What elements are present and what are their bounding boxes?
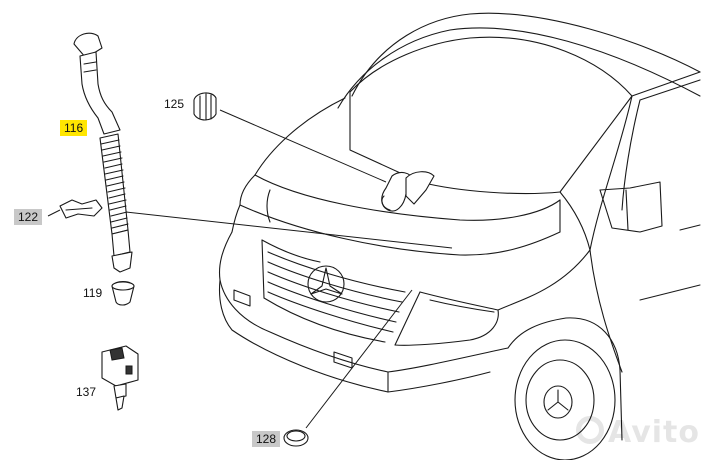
leader-lines — [47, 109, 453, 429]
callout-119: 119 — [83, 286, 103, 300]
callout-125: 125 — [164, 97, 185, 111]
pump-137 — [101, 345, 139, 411]
clip-122 — [59, 199, 103, 219]
watermark-text: Avito — [608, 415, 700, 450]
grommet-125 — [193, 92, 217, 121]
callout-122: 122 — [14, 209, 43, 225]
valve-119 — [111, 280, 135, 306]
callout-116: 116 — [60, 120, 88, 136]
watermark: Avito — [576, 415, 700, 450]
plug-128 — [283, 429, 309, 447]
van-body — [218, 12, 701, 461]
callout-128: 128 — [252, 431, 281, 447]
callout-137: 137 — [76, 385, 97, 399]
washer-nozzle-on-hood — [381, 171, 435, 212]
avito-logo-icon — [576, 416, 605, 444]
washer-hose-116 — [73, 32, 133, 273]
